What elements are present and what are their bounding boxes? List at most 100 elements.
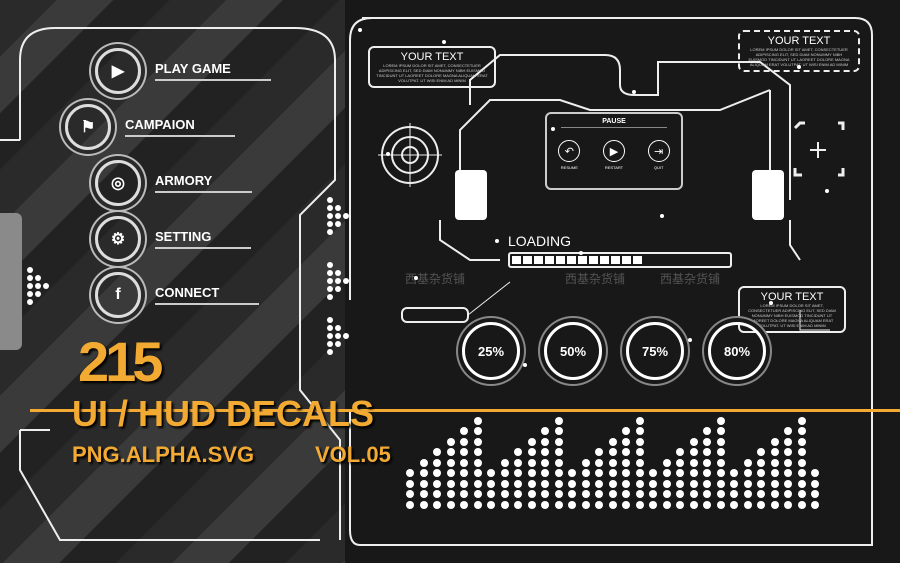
equalizer-dot: [581, 469, 590, 477]
equalizer-dot: [541, 448, 549, 456]
equalizer-dot: [703, 458, 711, 467]
equalizer-dot: [757, 479, 765, 488]
equalizer-dot: [608, 490, 617, 498]
equalizer-dot: [689, 458, 698, 467]
menu-button-setting[interactable]: ⚙SETTING: [95, 216, 252, 262]
callout-body: LOREM IPSUM DOLOR SIT AMET, CONSECTETUER…: [748, 47, 850, 67]
equalizer-dot: [433, 490, 441, 498]
equalizer-dot: [716, 427, 725, 435]
equalizer-dot: [419, 500, 428, 509]
callout-title: YOUR TEXT: [760, 291, 824, 303]
quit-button[interactable]: ⇥QUIT: [647, 140, 670, 170]
arrow-dot: [343, 333, 349, 339]
equalizer-dot: [473, 458, 482, 467]
equalizer-dot: [811, 469, 819, 477]
progress-segment: [523, 256, 532, 264]
equalizer-dot: [554, 479, 563, 488]
target-icon: ◎: [95, 160, 141, 206]
equalizer-dot: [419, 479, 428, 488]
sparkle: [551, 127, 555, 131]
equalizer-dot: [743, 490, 752, 498]
equalizer-dot: [581, 458, 590, 467]
equalizer-dot: [595, 469, 603, 477]
side-tab: [0, 213, 22, 350]
equalizer-dot: [797, 458, 806, 467]
connector-right: [752, 170, 784, 220]
equalizer-dot: [554, 500, 563, 509]
arrow-dot: [43, 283, 49, 289]
arrow-dot: [27, 275, 33, 281]
equalizer-dot: [568, 490, 576, 498]
quit-label: QUIT: [653, 165, 664, 170]
equalizer-dot: [689, 469, 698, 477]
equalizer-dot: [541, 469, 549, 477]
menu-button-campaion[interactable]: ⚑CAMPAION: [65, 104, 235, 150]
sparkle: [358, 28, 362, 32]
menu-button-play-game[interactable]: ▶ PLAY GAME: [95, 48, 271, 94]
progress-segment: [512, 256, 521, 264]
arrow-dot: [327, 229, 333, 235]
equalizer-dot: [541, 437, 549, 446]
equalizer-dot: [757, 458, 765, 467]
arrow-dot: [327, 349, 333, 355]
play-icon: ▶: [602, 140, 625, 162]
equalizer-dot: [460, 490, 468, 498]
arrow-dot: [343, 278, 349, 284]
equalizer-dot: [703, 469, 711, 477]
equalizer-dot: [595, 448, 603, 456]
percent-gauge: 50%: [544, 322, 602, 380]
equalizer-dot: [406, 469, 414, 477]
equalizer-dot: [446, 500, 455, 509]
equalizer-dot: [716, 416, 725, 425]
equalizer-dot: [784, 479, 792, 488]
arrow-dot: [335, 333, 341, 339]
equalizer-dot: [554, 437, 563, 446]
progress-segment: [534, 256, 543, 264]
play-icon: ▶: [95, 48, 141, 94]
equalizer-dot: [541, 500, 549, 509]
equalizer-dot: [500, 458, 509, 467]
title-volume: VOL.05: [315, 442, 391, 467]
callout-title: YOUR TEXT: [767, 35, 831, 47]
equalizer-dot: [608, 479, 617, 488]
arrow-dot: [35, 283, 41, 289]
equalizer-dot: [473, 437, 482, 446]
arrow-dot: [327, 213, 333, 219]
equalizer-dot: [568, 469, 576, 477]
equalizer-dot: [581, 479, 590, 488]
equalizer-dot: [514, 458, 522, 467]
equalizer-dot: [797, 448, 806, 456]
equalizer-dot: [473, 448, 482, 456]
sparkle: [386, 152, 390, 156]
equalizer-dot: [446, 479, 455, 488]
equalizer-dot: [541, 479, 549, 488]
equalizer-dot: [514, 500, 522, 509]
equalizer-dot: [581, 500, 590, 509]
menu-button-armory[interactable]: ◎ARMORY: [95, 160, 253, 206]
equalizer-dot: [473, 416, 482, 425]
equalizer-dot: [689, 490, 698, 498]
equalizer-dot: [716, 458, 725, 467]
loading-progress-bar: [508, 252, 732, 268]
pause-menu: PAUSE ↶RESUME ▶RESTART ⇥QUIT: [545, 112, 683, 190]
equalizer-dot: [595, 490, 603, 498]
menu-label: PLAY GAME: [155, 61, 271, 81]
equalizer-dot: [527, 479, 536, 488]
equalizer-dot: [460, 458, 468, 467]
progress-segment: [611, 256, 620, 264]
arrow-dot: [35, 291, 41, 297]
arrow-dot: [343, 213, 349, 219]
equalizer-dot: [595, 479, 603, 488]
arrow-dot: [327, 325, 333, 331]
restart-button[interactable]: ▶RESTART: [602, 140, 625, 170]
arrow-dot: [27, 299, 33, 305]
sparkle: [495, 239, 499, 243]
resume-button[interactable]: ↶RESUME: [558, 140, 581, 170]
equalizer-dot: [811, 490, 819, 498]
equalizer-dot: [676, 448, 684, 456]
equalizer-dot: [649, 490, 657, 498]
equalizer-dot: [433, 500, 441, 509]
equalizer-dot: [797, 427, 806, 435]
